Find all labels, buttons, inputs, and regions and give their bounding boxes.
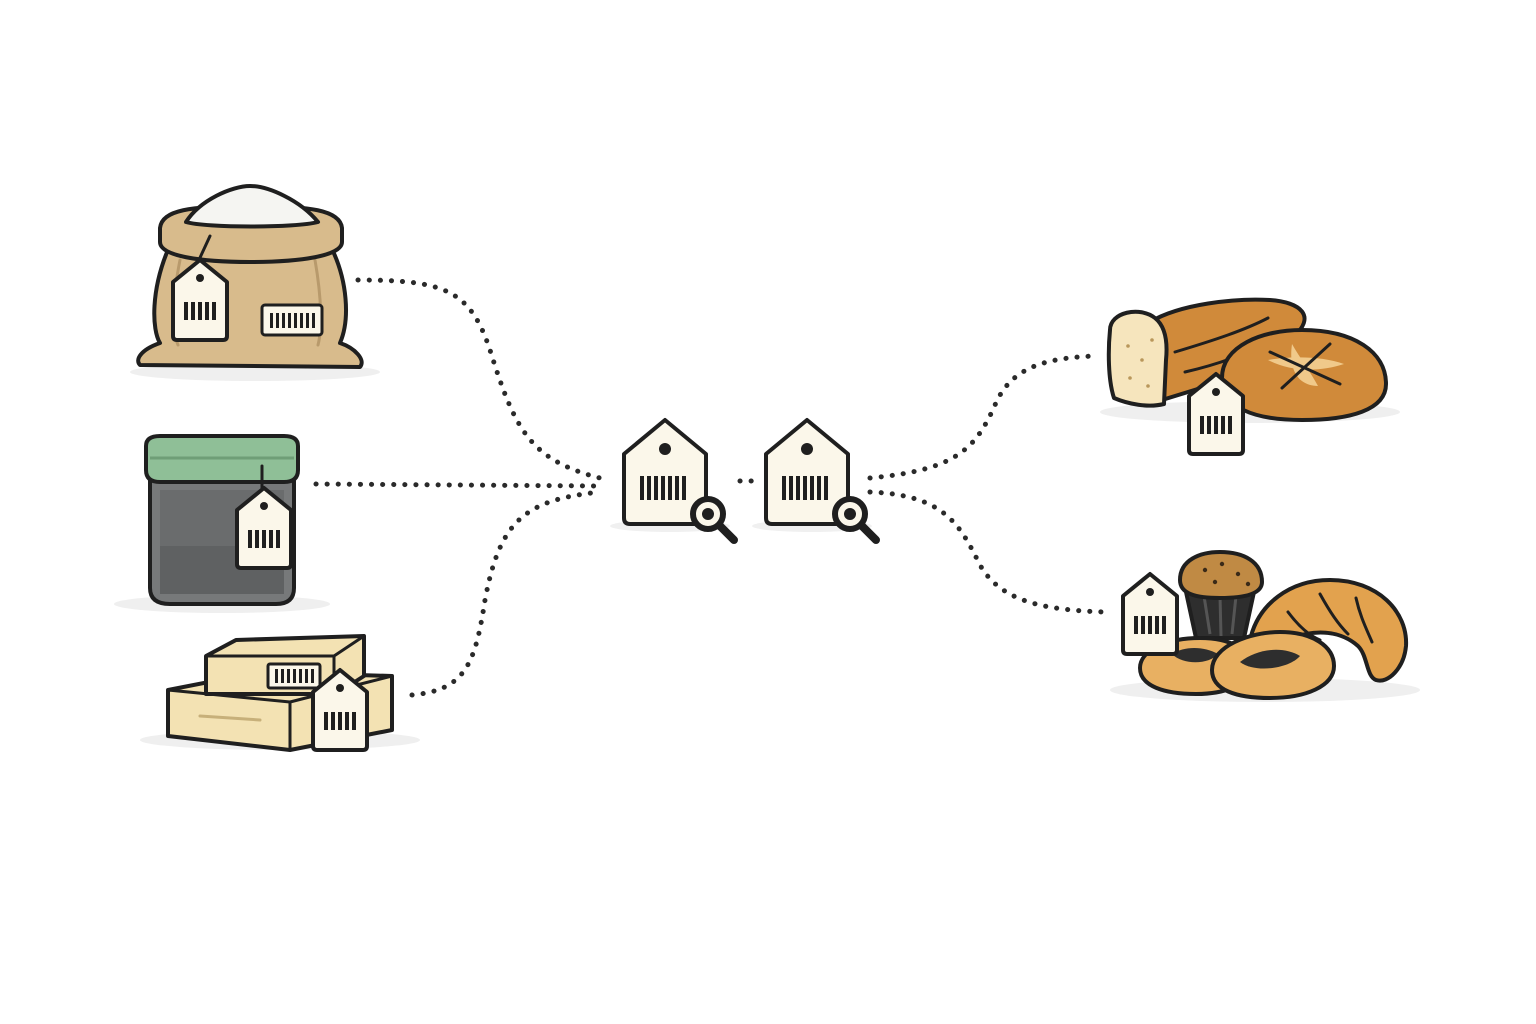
connector-jar <box>313 481 603 489</box>
connector-butter <box>409 489 603 698</box>
connector-pastries <box>867 489 1108 615</box>
connector-flour <box>355 277 603 481</box>
tracker-2-icon <box>752 420 876 540</box>
connectors <box>313 277 1108 698</box>
butter-blocks-icon <box>140 634 420 752</box>
pastries-icon <box>1110 550 1420 702</box>
connector-breads <box>867 353 1098 481</box>
sack-label <box>260 303 324 337</box>
tracker-1-icon <box>610 420 734 540</box>
flour-sack-icon <box>130 184 380 381</box>
bread-loaves-icon <box>1100 297 1400 456</box>
storage-jar-icon <box>114 434 330 613</box>
